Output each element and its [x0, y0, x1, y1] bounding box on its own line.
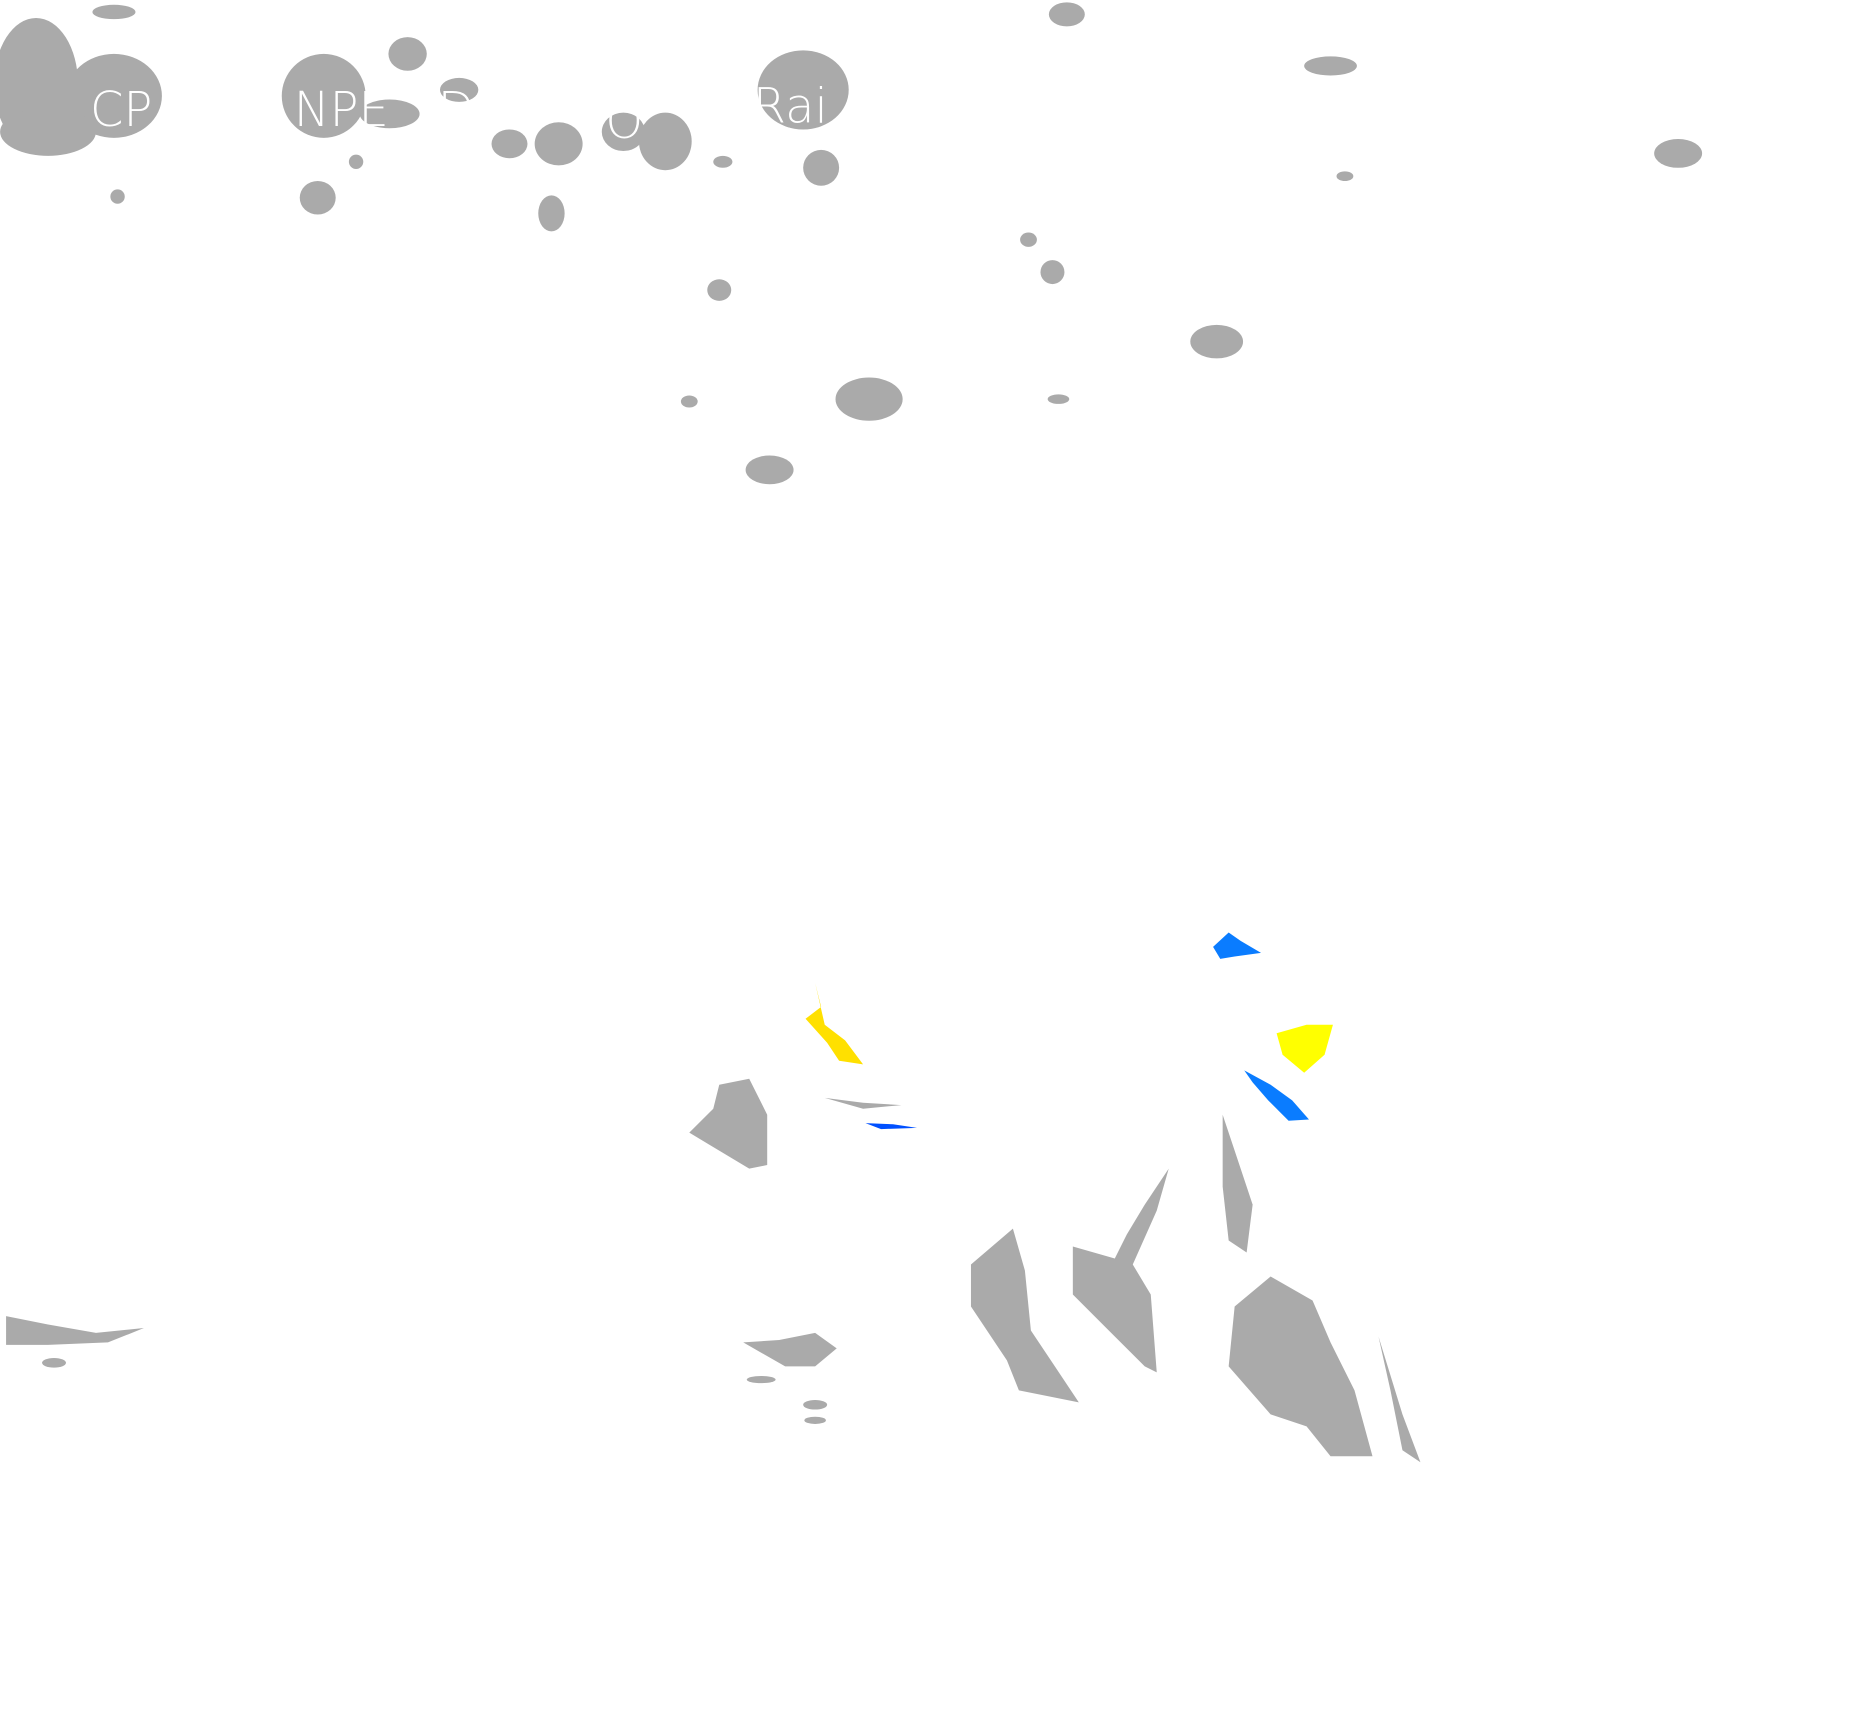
- land-region: [1190, 324, 1244, 359]
- land-region: [804, 1416, 826, 1424]
- land-region: [689, 1078, 768, 1169]
- land-region: [835, 377, 903, 421]
- region-label: Dr: [438, 83, 495, 138]
- land-region: [824, 1097, 902, 1109]
- region-labels: CP NPE Dr O Rai: [90, 79, 828, 150]
- land-region: [1040, 260, 1065, 285]
- land-region: [1048, 2, 1085, 27]
- land-region: [1072, 1168, 1169, 1373]
- highlighted-regions: [805, 932, 1333, 1130]
- land-region: [359, 99, 420, 129]
- highlight-region-yellow-bright[interactable]: [1276, 1024, 1333, 1073]
- land-region: [42, 1358, 67, 1368]
- highlight-region-blue-dark[interactable]: [865, 1123, 918, 1130]
- land-region: [1654, 139, 1703, 168]
- land-region: [1228, 1276, 1373, 1457]
- land-region: [1378, 1336, 1421, 1463]
- region-label: CP: [90, 83, 152, 138]
- land-region: [1020, 232, 1037, 247]
- land-region: [439, 77, 479, 102]
- region-label: O: [605, 95, 643, 150]
- land-region: [803, 1399, 828, 1410]
- land-region: [601, 112, 645, 152]
- land-region: [757, 50, 849, 130]
- land-region: [110, 189, 125, 204]
- land-region: [1222, 1114, 1253, 1253]
- land-region: [92, 4, 136, 20]
- land-region: [746, 1375, 776, 1384]
- land-region: [491, 129, 528, 159]
- land-region: [680, 395, 698, 408]
- highlight-region-yellow[interactable]: [805, 982, 864, 1065]
- land-region: [538, 195, 565, 232]
- land-region: [6, 1316, 144, 1345]
- land-region: [1047, 394, 1070, 404]
- land-region: [66, 53, 162, 138]
- land-region: [534, 122, 583, 166]
- land-region: [1304, 56, 1357, 76]
- highlight-region-blue[interactable]: [1213, 932, 1262, 959]
- land-region: [638, 112, 692, 171]
- land-region: [281, 53, 366, 138]
- land-region: [0, 107, 96, 156]
- land-region: [970, 1228, 1079, 1403]
- land-region: [388, 37, 427, 71]
- land-region: [299, 180, 336, 215]
- land-region: [803, 149, 840, 186]
- land-regions: [0, 2, 1703, 1463]
- land-region: [745, 455, 794, 485]
- land-region: [743, 1332, 837, 1367]
- region-label: Rai: [753, 79, 828, 134]
- land-region: [348, 154, 364, 170]
- region-label: NPE: [294, 83, 389, 138]
- land-region: [1336, 171, 1354, 181]
- land-region: [707, 279, 732, 301]
- highlight-region-blue[interactable]: [1244, 1070, 1309, 1121]
- land-region: [713, 155, 733, 168]
